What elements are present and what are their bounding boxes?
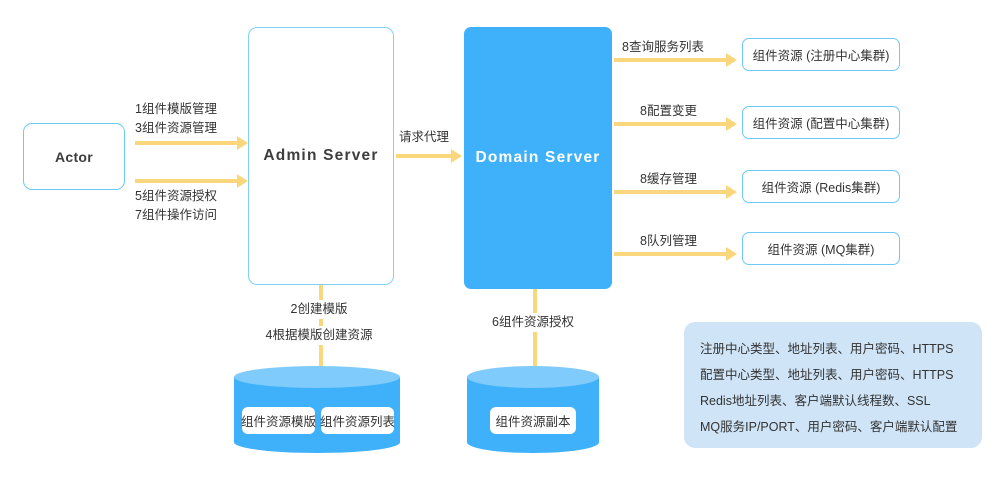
admin-server-box: Admin Server (248, 27, 394, 285)
actor-admin-bottom-label-1: 5组件资源授权 (135, 189, 217, 203)
info-panel: 注册中心类型、地址列表、用户密码、HTTPS 配置中心类型、地址列表、用户密码、… (684, 322, 982, 448)
resource-box-registry: 组件资源 (注册中心集群) (742, 38, 900, 71)
admin-server-label: Admin Server (263, 147, 379, 164)
domain-datastore-cylinder: 组件资源副本 (467, 366, 599, 453)
domain-flow-arrow-3 (614, 247, 737, 261)
actor-to-admin-arrow-top (135, 136, 248, 150)
info-line: 配置中心类型、地址列表、用户密码、HTTPS (700, 368, 954, 382)
admin-store-label-2: 4根据模版创建资源 (219, 326, 419, 345)
domain-flow-arrow-2 (614, 185, 737, 199)
actor-admin-bottom-label-2: 7组件操作访问 (135, 208, 217, 222)
datastore-chip: 组件资源副本 (490, 407, 576, 434)
resource-box-mq: 组件资源 (MQ集群) (742, 232, 900, 265)
actor-admin-top-label-1: 1组件模版管理 (135, 102, 217, 116)
admin-datastore-cylinder: 组件资源模版 组件资源列表 (234, 366, 400, 453)
domain-server-box: Domain Server (464, 27, 612, 289)
admin-store-label-1: 2创建模版 (219, 300, 419, 319)
datastore-chip: 组件资源模版 (241, 407, 316, 434)
admin-to-domain-arrow (396, 149, 462, 163)
resource-box-label: 组件资源 (配置中心集群) (752, 117, 890, 131)
actor-to-admin-arrow-bottom (135, 174, 248, 188)
datastore-chip: 组件资源列表 (320, 407, 395, 434)
resource-box-label: 组件资源 (MQ集群) (767, 243, 875, 257)
domain-flow-label-1: 8配置变更 (640, 104, 697, 118)
actor-box: Actor (23, 123, 125, 190)
resource-box-label: 组件资源 (注册中心集群) (752, 49, 890, 63)
cylinder-top (467, 366, 599, 388)
resource-box-redis: 组件资源 (Redis集群) (742, 170, 900, 203)
domain-flow-arrow-0 (614, 53, 737, 67)
domain-store-label-1: 6组件资源授权 (453, 313, 613, 332)
domain-flow-label-3: 8队列管理 (640, 234, 697, 248)
admin-to-domain-label: 请求代理 (399, 130, 450, 144)
cylinder-top (234, 366, 400, 388)
actor-admin-top-label-2: 3组件资源管理 (135, 121, 217, 135)
domain-flow-label-2: 8缓存管理 (640, 172, 697, 186)
domain-flow-arrow-1 (614, 117, 737, 131)
resource-box-config: 组件资源 (配置中心集群) (742, 106, 900, 139)
info-line: MQ服务IP/PORT、用户密码、客户端默认配置 (700, 420, 958, 434)
info-line: 注册中心类型、地址列表、用户密码、HTTPS (700, 342, 954, 356)
info-line: Redis地址列表、客户端默认线程数、SSL (700, 394, 931, 408)
domain-server-label: Domain Server (475, 149, 601, 166)
resource-box-label: 组件资源 (Redis集群) (761, 181, 881, 195)
actor-label: Actor (54, 148, 94, 165)
domain-flow-label-0: 8查询服务列表 (622, 40, 704, 54)
